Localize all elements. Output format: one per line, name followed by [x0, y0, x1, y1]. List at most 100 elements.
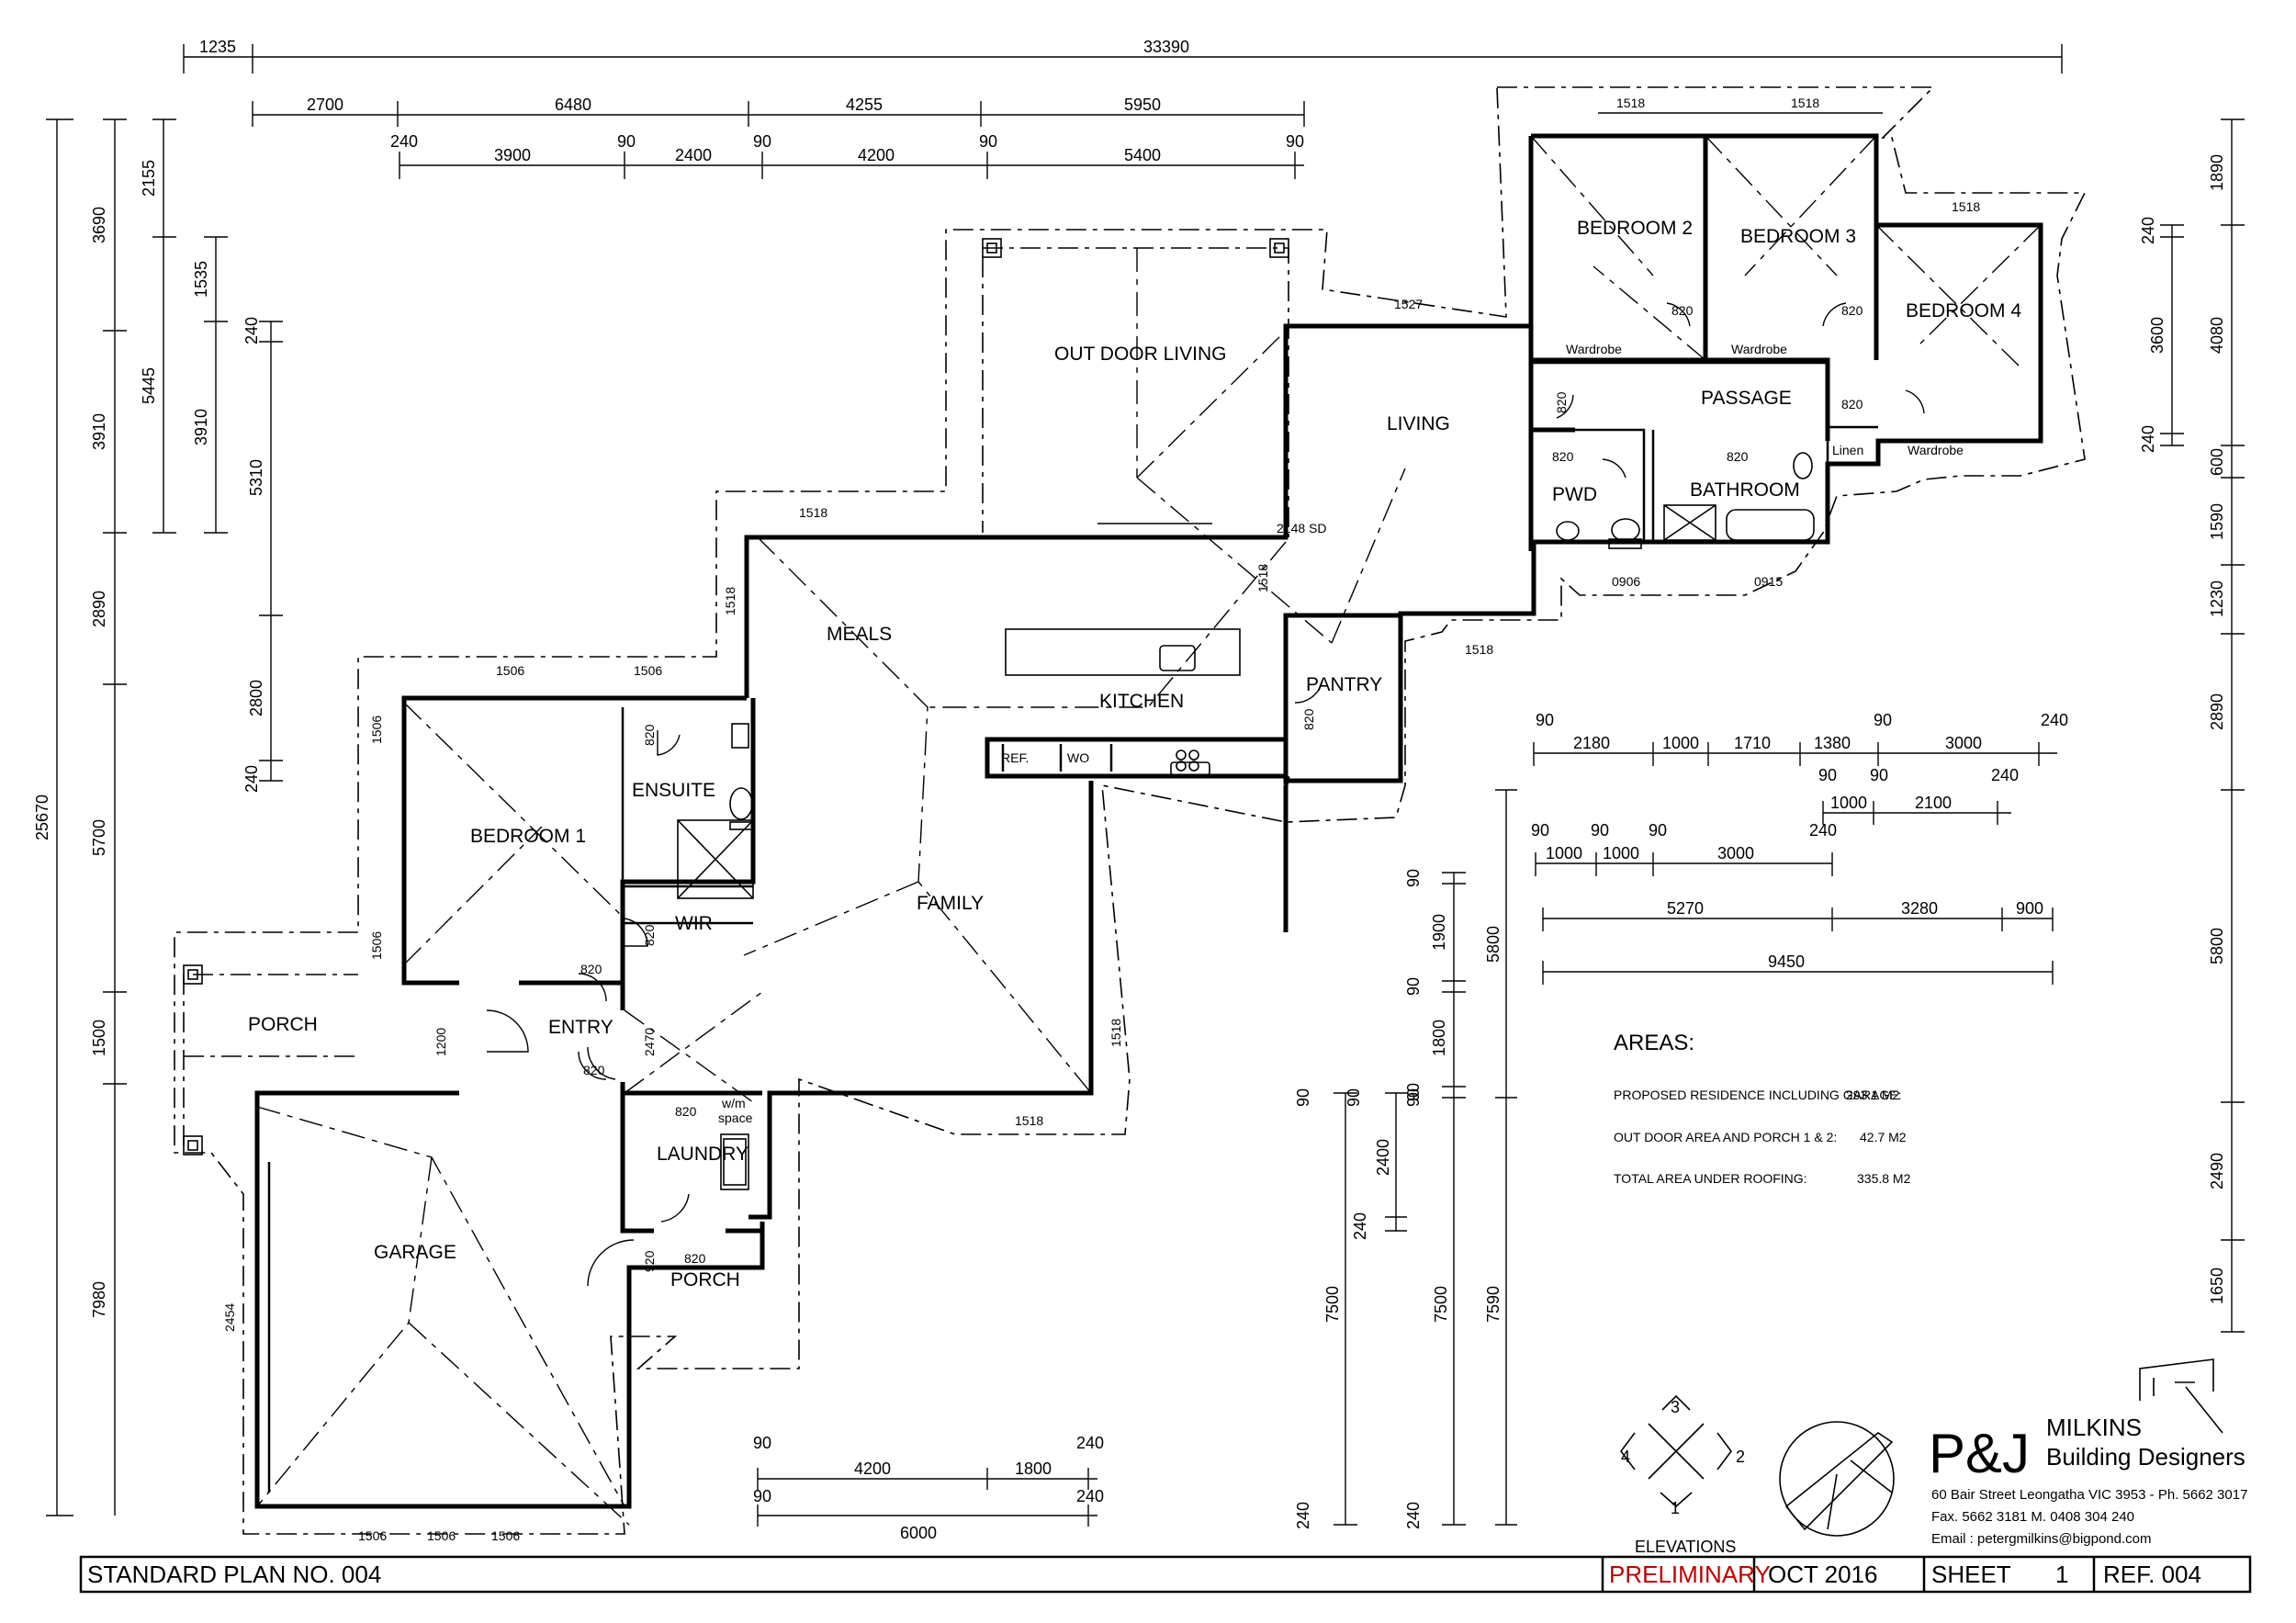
- status-preliminary: PRELIMINARY: [1609, 1561, 1771, 1588]
- dim-2490: 2490: [2208, 1153, 2226, 1189]
- room-bedroom-4: BEDROOM 4: [1906, 300, 2021, 321]
- dim-1506: 1506: [369, 716, 384, 744]
- dim-top-1235: 1235: [199, 38, 236, 56]
- areas-schedule: AREAS: PROPOSED RESIDENCE INCLUDING GARA…: [1614, 1031, 1911, 1186]
- company-address: 60 Bair Street Leongatha VIC 3953 - Ph. …: [1931, 1487, 2247, 1503]
- dim-2800: 2800: [247, 680, 265, 716]
- dim-1890: 1890: [2208, 154, 2226, 191]
- dim-6000: 6000: [900, 1524, 937, 1542]
- dim-90: 90: [1818, 766, 1837, 784]
- top-dimensions: 1235 33390 2700 6480 4255 5950 240 3900 …: [183, 38, 2063, 179]
- dim-1000: 1000: [1662, 734, 1699, 752]
- dim-2180: 2180: [1573, 734, 1610, 752]
- fixtures: [677, 452, 1815, 1190]
- sheet-number: 1: [2055, 1561, 2068, 1588]
- room-labels: BEDROOM 2 BEDROOM 3 BEDROOM 4 Wardrobe W…: [248, 218, 2021, 1291]
- dim-2890: 2890: [2208, 693, 2226, 730]
- area-value-outdoor: 42.7 M2: [1860, 1130, 1907, 1144]
- room-bedroom-3: BEDROOM 3: [1740, 226, 1856, 247]
- room-pwd: PWD: [1552, 484, 1597, 505]
- dim-1506: 1506: [491, 1528, 520, 1543]
- dim-1506: 1506: [358, 1528, 387, 1543]
- room-wir: WIR: [675, 913, 713, 934]
- room-garage: GARAGE: [374, 1242, 456, 1263]
- dim-1518: 1518: [1791, 96, 1819, 110]
- dim-5270: 5270: [1667, 899, 1704, 918]
- dim-90: 90: [1649, 821, 1667, 840]
- dim-door-820: 820: [684, 1251, 706, 1266]
- outdoor-living-outline: [183, 247, 1289, 1145]
- company-name-1: MILKINS: [2046, 1414, 2142, 1441]
- dim-5445: 5445: [140, 367, 158, 404]
- washing-machine-space-label: space: [718, 1110, 753, 1125]
- dim-240: 240: [242, 317, 261, 344]
- company-email: Email : petergmilkins@bigpond.com: [1931, 1531, 2152, 1547]
- room-ensuite: ENSUITE: [632, 780, 715, 801]
- dim-7590: 7590: [1484, 1286, 1503, 1323]
- dim-2400: 2400: [675, 146, 712, 164]
- dim-5400: 5400: [1124, 146, 1161, 164]
- dim-240: 240: [1991, 766, 2019, 784]
- dim-240: 240: [2139, 217, 2157, 244]
- dim-240: 240: [1294, 1502, 1312, 1529]
- dim-1800: 1800: [1430, 1020, 1448, 1056]
- dim-2400: 2400: [1374, 1139, 1392, 1176]
- right-dimension-runs: 90 2180 1000 1710 1380 90 3000 240 90 10…: [1531, 711, 2068, 985]
- room-bedroom-2: BEDROOM 2: [1577, 218, 1693, 239]
- dim-4255: 4255: [846, 96, 883, 114]
- dim-1518: 1518: [1952, 199, 1980, 214]
- dim-door-820: 820: [642, 724, 657, 746]
- dim-1518: 1518: [723, 587, 737, 615]
- dim-90: 90: [979, 132, 997, 151]
- dim-door-820: 820: [1841, 303, 1863, 318]
- dim-door-820: 820: [1671, 303, 1694, 318]
- dim-1650: 1650: [2208, 1268, 2226, 1304]
- dim-3690: 3690: [90, 207, 108, 243]
- dim-240: 240: [1351, 1212, 1369, 1240]
- dim-door-820: 820: [675, 1104, 697, 1119]
- dim-3280: 3280: [1901, 899, 1938, 918]
- dim-90: 90: [1286, 132, 1304, 151]
- area-label-residence: PROPOSED RESIDENCE INCLUDING GARAGE:: [1614, 1088, 1902, 1102]
- dim-0906: 0906: [1612, 574, 1640, 589]
- dim-5700: 5700: [90, 819, 108, 856]
- dim-1506: 1506: [634, 663, 662, 678]
- dim-5310: 5310: [247, 459, 265, 496]
- dim-3600: 3600: [2148, 317, 2167, 354]
- elevation-4: 4: [1621, 1448, 1630, 1466]
- dim-90: 90: [1294, 1088, 1312, 1107]
- dim-2454: 2454: [222, 1303, 237, 1332]
- company-fax: Fax. 5662 3181 M. 0408 304 240: [1931, 1509, 2134, 1525]
- room-outdoor-living: OUT DOOR LIVING: [1054, 344, 1226, 365]
- dim-2100: 2100: [1915, 794, 1952, 812]
- dim-2155: 2155: [140, 160, 158, 197]
- dim-1800: 1800: [1015, 1460, 1052, 1478]
- dim-3000: 3000: [1945, 734, 1982, 752]
- area-label-outdoor: OUT DOOR AREA AND PORCH 1 & 2:: [1614, 1130, 1837, 1144]
- north-arrow-icon: [1779, 1421, 1895, 1537]
- dim-240: 240: [2041, 711, 2068, 729]
- dim-1200-living: 1518: [1255, 564, 1270, 592]
- dim-1230: 1230: [2208, 580, 2226, 617]
- reference-number: REF. 004: [2103, 1561, 2201, 1588]
- dim-top-33390: 33390: [1143, 38, 1189, 56]
- title-block: STANDARD PLAN NO. 004 PRELIMINARY OCT 20…: [79, 1555, 2252, 1594]
- eave-dimensions: 1518 1518 1518 1527 1518 1518 1506 1506 …: [222, 96, 1980, 1543]
- dim-3910: 3910: [90, 413, 108, 450]
- dim-90: 90: [753, 1434, 771, 1452]
- dim-90: 90: [1345, 1088, 1363, 1107]
- dim-5800: 5800: [1484, 926, 1503, 963]
- dim-25670: 25670: [33, 795, 51, 840]
- room-family: FAMILY: [917, 893, 984, 914]
- areas-heading: AREAS:: [1614, 1031, 1694, 1055]
- dim-4080: 4080: [2208, 317, 2226, 354]
- dim-1535: 1535: [192, 261, 210, 298]
- room-pantry: PANTRY: [1306, 674, 1382, 695]
- room-bedroom-1: BEDROOM 1: [470, 826, 586, 847]
- wardrobe-label: Wardrobe: [1731, 342, 1787, 356]
- room-porch: PORCH: [248, 1014, 318, 1035]
- house-logo-icon: [2139, 1358, 2223, 1434]
- dim-240: 240: [1076, 1434, 1104, 1452]
- dim-door-820: 820: [583, 1063, 605, 1077]
